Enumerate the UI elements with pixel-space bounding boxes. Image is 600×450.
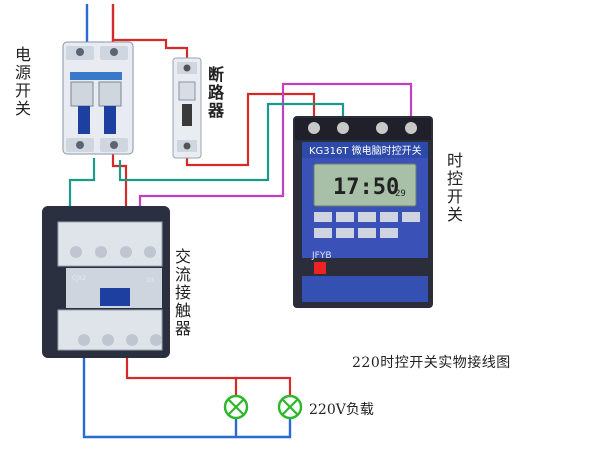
load-lamp-1: [223, 394, 249, 420]
timer-buttons: [314, 212, 420, 238]
live-wire-to-breaker: [111, 38, 189, 60]
contactor-model: CJX2: [72, 275, 86, 282]
timer-display-time: 17:50: [333, 175, 399, 200]
timer-button[interactable]: [358, 212, 376, 222]
neutral-wire-to-load: [82, 352, 292, 439]
live-wire-breaker-to-timer: [185, 92, 316, 167]
load-label: 220V负载: [309, 402, 374, 418]
main-breaker: [62, 41, 134, 155]
timer-button[interactable]: [314, 228, 332, 238]
timer-brand: JFYB: [311, 251, 332, 261]
timer-button[interactable]: [380, 228, 398, 238]
timer-button[interactable]: [336, 228, 354, 238]
timer-button[interactable]: [314, 212, 332, 222]
power-switch-label: 电源 开关: [14, 45, 31, 118]
load-live-wire-branch: [236, 376, 292, 396]
timer-button[interactable]: [336, 212, 354, 222]
load-lamp-2: [277, 394, 303, 420]
timer-switch-label: 时 控 开 关: [446, 151, 463, 224]
timer-button[interactable]: [358, 228, 376, 238]
contactor-rating: 10: [146, 277, 154, 284]
diagram-caption: 220时控开关实物接线图: [352, 355, 511, 371]
timer-model-label: KG316T 微电脑时控开关: [309, 144, 422, 157]
timer-neutral-wire: [118, 102, 345, 182]
timer-button[interactable]: [380, 212, 398, 222]
fuse-breaker: [172, 57, 202, 159]
breaker-label: 断 路 器: [207, 65, 224, 120]
load-live-wire: [125, 352, 238, 396]
contactor-device: [42, 206, 170, 358]
coil-wire: [138, 82, 413, 224]
timer-button[interactable]: [402, 212, 420, 222]
timer-display-seconds: 29: [395, 189, 406, 199]
contactor-label: 交 流 接 触 器: [174, 247, 191, 338]
